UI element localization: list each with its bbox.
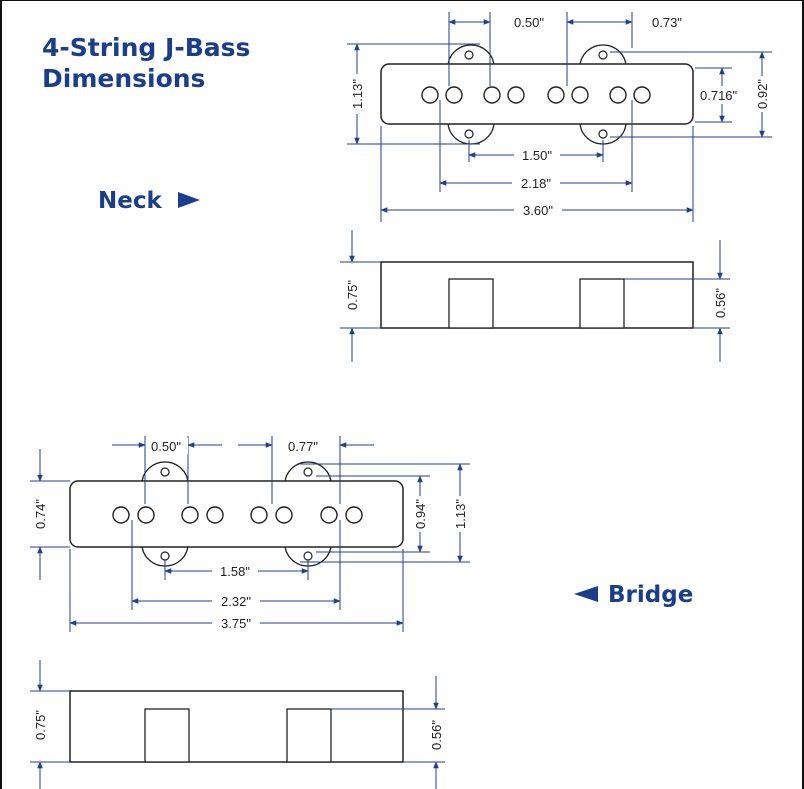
bridge-length-dim: 3.75" xyxy=(221,616,251,631)
neck-body-height-dim: 0.716" xyxy=(700,88,738,103)
bridge-top-view: 0.50" 0.77" 0.74" 0.94" 1.13" 1.58" 2.32… xyxy=(30,436,470,632)
neck-outer-height-dim: 1.13" xyxy=(350,79,365,109)
bridge-side-inner-height-dim: 0.56" xyxy=(429,720,444,750)
neck-label: Neck xyxy=(98,188,200,214)
neck-side-body xyxy=(380,261,694,329)
arrow-left-icon xyxy=(574,586,598,602)
bridge-label-text: Bridge xyxy=(608,582,694,608)
neck-length-dim: 3.60" xyxy=(523,203,553,218)
neck-pickup-body xyxy=(380,63,694,125)
neck-mount-spacing-dim: 1.50" xyxy=(522,148,552,163)
bridge-outer-height-dim: 1.13" xyxy=(453,499,468,529)
bridge-side-height-dim: 0.75" xyxy=(33,710,48,740)
neck-mount-holes xyxy=(464,50,608,139)
neck-side-slot-right xyxy=(579,278,625,329)
bridge-pickup-body xyxy=(69,480,404,548)
bridge-inner-height-dim: 0.94" xyxy=(413,499,428,529)
neck-pole-gap-dim: 0.50" xyxy=(514,15,544,30)
title-line-2: Dimensions xyxy=(42,64,206,93)
bridge-side-view: 0.75" 0.56" xyxy=(30,660,445,789)
neck-top-view: 0.50" 0.73" 1.13" 0.716" 0.92" 1.50" 2.1… xyxy=(347,12,772,222)
neck-pole-pieces xyxy=(421,86,651,104)
bridge-mount-spacing-dim: 1.58" xyxy=(220,564,250,579)
neck-total-height-dim: 0.92" xyxy=(755,79,770,109)
bridge-pole-gap-dim: 0.50" xyxy=(151,439,181,454)
neck-side-inner-height-dim: 0.56" xyxy=(713,288,728,318)
bridge-side-body xyxy=(69,690,404,763)
bridge-ear-offset-dim: 0.77" xyxy=(288,439,318,454)
neck-side-slot-left xyxy=(448,278,494,329)
title-line-1: 4-String J-Bass xyxy=(42,33,251,62)
bridge-label: Bridge xyxy=(572,582,693,608)
neck-ear-offset-dim: 0.73" xyxy=(652,15,682,30)
bridge-body-height-dim: 0.74" xyxy=(33,499,48,529)
bridge-side-slot-left xyxy=(144,708,190,763)
page-title: 4-String J-Bass Dimensions xyxy=(42,32,250,94)
neck-label-text: Neck xyxy=(98,188,162,214)
bridge-pole-span-dim: 2.32" xyxy=(221,594,251,609)
bridge-pole-pieces xyxy=(112,506,363,524)
bridge-mount-holes xyxy=(160,467,313,561)
bridge-side-slot-right xyxy=(286,708,332,763)
neck-pole-span-dim: 2.18" xyxy=(521,176,551,191)
neck-side-view: 0.75" 0.56" xyxy=(340,230,730,362)
arrow-right-icon xyxy=(177,192,200,208)
neck-side-height-dim: 0.75" xyxy=(345,280,360,310)
